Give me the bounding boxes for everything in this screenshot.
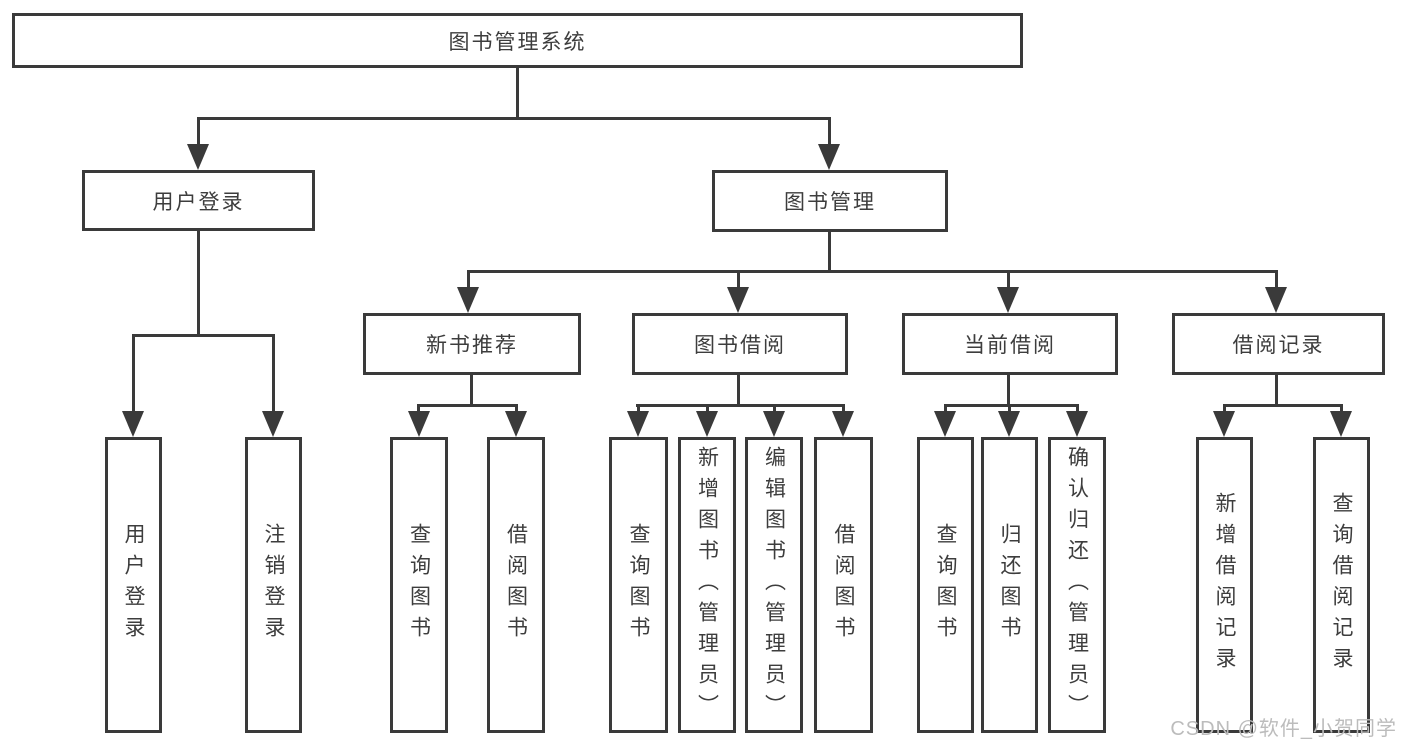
connector-stem-cb-confirm (1076, 404, 1079, 416)
arrowhead-book-borrow (727, 287, 749, 313)
leaf-cb-confirm-return: 确认归还（管理员） (1048, 437, 1106, 733)
node-new-books-label: 新书推荐 (426, 334, 518, 357)
node-current-borrow-label: 当前借阅 (964, 334, 1056, 357)
node-book-mgmt-label: 图书管理 (784, 191, 876, 214)
leaf-bb-borrow-books: 借阅图书 (814, 437, 873, 733)
connector-stem-new-books (467, 270, 470, 290)
connector-stem-user-login (197, 117, 200, 149)
node-borrow-records: 借阅记录 (1172, 313, 1385, 375)
node-root: 图书管理系统 (12, 13, 1023, 68)
connector-stem-nb-query (417, 404, 420, 416)
node-book-mgmt: 图书管理 (712, 170, 948, 232)
node-user-login-label: 用户登录 (152, 190, 245, 214)
leaf-cb-query-books-label: 查询图书 (934, 523, 957, 647)
arrowhead-bb-query (627, 411, 649, 437)
arrowhead-bb-add (696, 411, 718, 437)
csdn-watermark: CSDN @软件_小贺同学 (1170, 718, 1397, 740)
leaf-nb-borrow-books: 借阅图书 (487, 437, 545, 733)
connector-stem-book-mgmt (828, 117, 831, 149)
connector-stem-bb-borrow (842, 404, 845, 416)
arrowhead-rec-add (1213, 411, 1235, 437)
leaf-cb-confirm-return-label: 确认归还（管理员） (1065, 445, 1089, 725)
leaf-bb-edit-books-label: 编辑图书（管理员） (762, 445, 786, 725)
leaf-rec-query-record-label: 查询借阅记录 (1330, 492, 1353, 678)
connector-currentborrow-drop (1007, 374, 1010, 407)
node-root-label: 图书管理系统 (448, 30, 587, 54)
arrowhead-nb-borrow (505, 411, 527, 437)
leaf-nb-borrow-books-label: 借阅图书 (504, 523, 528, 647)
leaf-rec-add-record: 新增借阅记录 (1196, 437, 1253, 733)
connector-mgmt-horizontal (467, 270, 1278, 273)
node-book-borrow: 图书借阅 (632, 313, 848, 375)
leaf-user-login: 用户登录 (105, 437, 162, 733)
leaf-logout: 注销登录 (245, 437, 302, 733)
leaf-bb-query-books-label: 查询图书 (627, 523, 650, 647)
connector-stem-rec-add (1223, 404, 1226, 416)
arrowhead-borrow-records (1265, 287, 1287, 313)
node-borrow-records-label: 借阅记录 (1232, 334, 1325, 357)
leaf-nb-query-books-label: 查询图书 (407, 523, 431, 647)
arrowhead-cb-return (998, 411, 1020, 437)
node-book-borrow-label: 图书借阅 (694, 334, 786, 357)
connector-stem-book-borrow (737, 270, 740, 290)
connector-stem-rec-query (1340, 404, 1343, 416)
leaf-logout-label: 注销登录 (262, 523, 285, 647)
connector-currentborrow-horizontal (944, 404, 1079, 407)
leaf-bb-add-books: 新增图书（管理员） (678, 437, 736, 733)
arrowhead-leaf-logout (262, 411, 284, 437)
arrowhead-cb-confirm (1066, 411, 1088, 437)
leaf-bb-add-books-label: 新增图书（管理员） (695, 445, 719, 725)
leaf-cb-return-books-label: 归还图书 (998, 523, 1021, 647)
connector-newbooks-horizontal (417, 404, 518, 407)
leaf-bb-borrow-books-label: 借阅图书 (832, 523, 855, 647)
connector-stem-current-borrow (1007, 270, 1010, 290)
node-current-borrow: 当前借阅 (902, 313, 1118, 375)
arrowhead-cb-query (934, 411, 956, 437)
connector-stem-bb-add (706, 404, 709, 416)
connector-newbooks-drop (470, 374, 473, 407)
arrowhead-rec-query (1330, 411, 1352, 437)
connector-login-horizontal (132, 334, 275, 337)
leaf-rec-query-record: 查询借阅记录 (1313, 437, 1370, 733)
leaf-rec-add-record-label: 新增借阅记录 (1213, 492, 1236, 678)
arrowhead-leaf-login (122, 411, 144, 437)
connector-stem-cb-query (944, 404, 947, 416)
connector-stem-nb-borrow (515, 404, 518, 416)
connector-login-drop (197, 229, 200, 337)
arrowhead-bb-borrow (832, 411, 854, 437)
arrowhead-current-borrow (997, 287, 1019, 313)
connector-stem-leaf-logout (272, 334, 275, 413)
arrowhead-new-books (457, 287, 479, 313)
connector-root-drop (516, 66, 519, 120)
leaf-bb-query-books: 查询图书 (609, 437, 668, 733)
connector-stem-bb-query (637, 404, 640, 416)
connector-records-drop (1275, 374, 1278, 407)
connector-records-horizontal (1223, 404, 1343, 407)
leaf-nb-query-books: 查询图书 (390, 437, 448, 733)
leaf-bb-edit-books: 编辑图书（管理员） (745, 437, 803, 733)
leaf-cb-return-books: 归还图书 (981, 437, 1038, 733)
connector-stem-leaf-login (132, 334, 135, 413)
connector-stem-cb-return (1008, 404, 1011, 416)
connector-bookborrow-drop (737, 374, 740, 407)
connector-mgmt-drop (828, 230, 831, 273)
arrowhead-nb-query (408, 411, 430, 437)
connector-stem-bb-edit (773, 404, 776, 416)
connector-stem-borrow-records (1275, 270, 1278, 290)
connector-bookborrow-horizontal (636, 404, 845, 407)
arrowhead-bb-edit (763, 411, 785, 437)
leaf-user-login-label: 用户登录 (122, 523, 145, 647)
node-new-books: 新书推荐 (363, 313, 581, 375)
node-user-login: 用户登录 (82, 170, 315, 231)
leaf-cb-query-books: 查询图书 (917, 437, 974, 733)
arrowhead-book-mgmt (818, 144, 840, 170)
connector-root-horizontal (197, 117, 831, 120)
arrowhead-user-login (187, 144, 209, 170)
